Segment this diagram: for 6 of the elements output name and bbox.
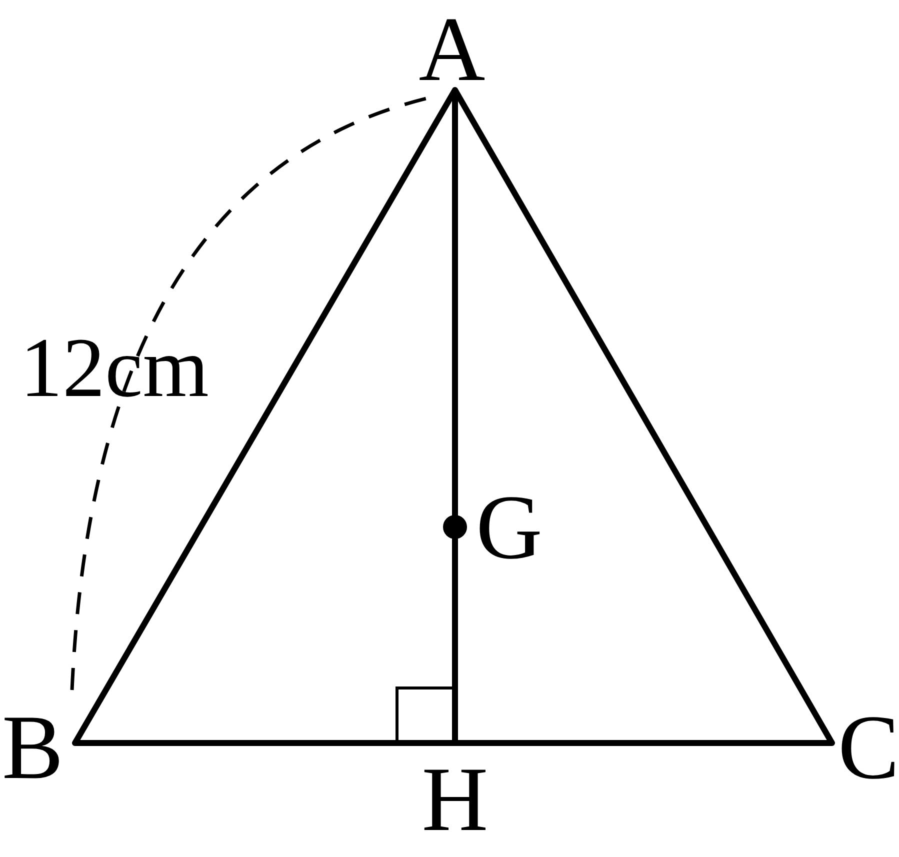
vertex-label: C (838, 701, 899, 793)
length-label: 12cm (20, 326, 209, 411)
vertex-label: A (418, 3, 486, 95)
vertex-label: B (2, 701, 64, 793)
foot-label: H (422, 753, 488, 845)
point-label: G (476, 481, 542, 573)
